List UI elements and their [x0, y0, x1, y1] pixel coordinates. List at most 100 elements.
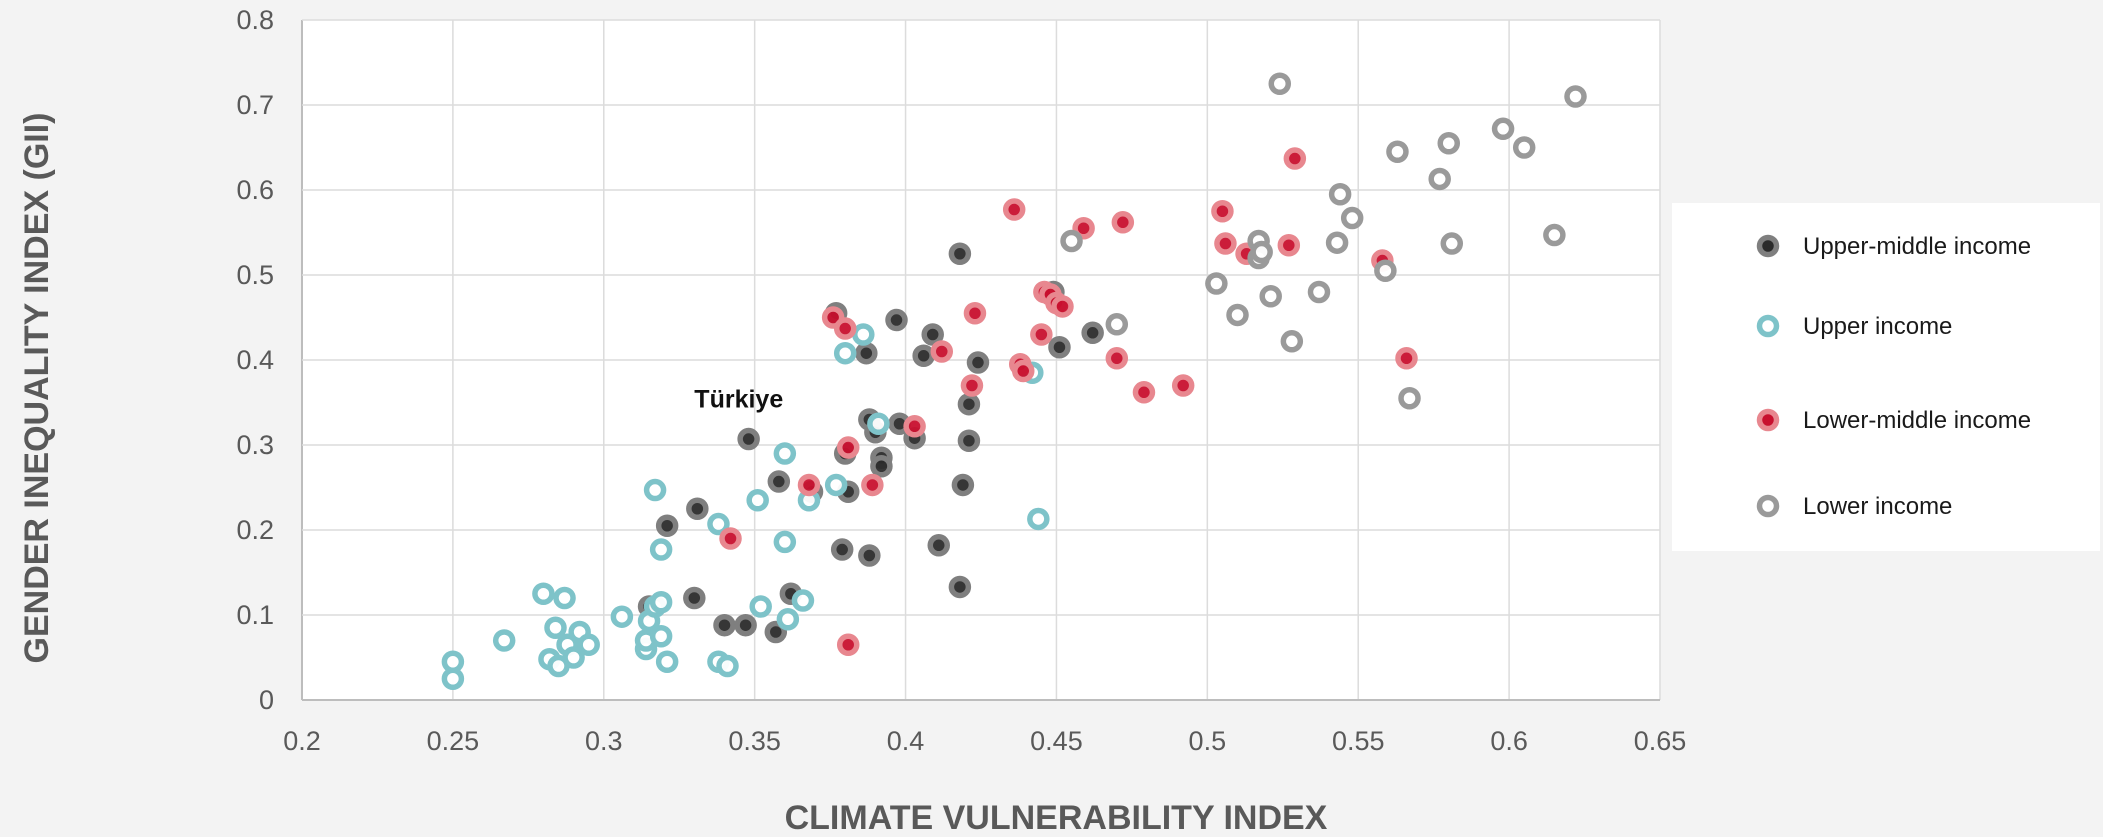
y-axis-title: GENDER INEQUALITY INDEX (GII) [18, 113, 56, 664]
data-point [885, 308, 908, 332]
data-point [764, 620, 788, 644]
data-point [577, 633, 600, 656]
data-point [1211, 200, 1234, 223]
data-point [852, 323, 875, 346]
data-point [1512, 136, 1536, 159]
data-point [957, 392, 981, 416]
data-point [737, 427, 760, 451]
data-point [1072, 217, 1095, 240]
data-point [855, 341, 878, 365]
data-point [1543, 223, 1566, 247]
data-point [966, 351, 990, 374]
data-point [713, 613, 736, 637]
data-point [830, 538, 854, 561]
y-tick-label: 0.4 [236, 345, 274, 375]
annotation-turkiye: Türkiye [694, 385, 783, 413]
data-point [1398, 387, 1421, 410]
data-point [824, 473, 848, 497]
data-point [649, 591, 673, 614]
data-point [1205, 272, 1228, 295]
series-3 [1060, 72, 1587, 410]
data-point [930, 340, 954, 363]
data-point [951, 473, 975, 497]
data-point [1268, 72, 1292, 95]
data-point [610, 605, 634, 628]
data-point [1325, 231, 1349, 254]
data-point [797, 473, 821, 497]
data-point [1011, 359, 1035, 383]
data-point [441, 667, 465, 690]
data-point [1226, 303, 1249, 327]
y-tick-label: 0 [259, 685, 274, 715]
x-tick-label: 0.65 [1634, 726, 1687, 756]
data-point [1280, 330, 1304, 353]
data-point [553, 586, 576, 610]
data-point [1277, 234, 1301, 257]
data-point [1048, 336, 1071, 359]
data-point [948, 242, 972, 265]
data-point [1386, 140, 1409, 163]
data-point [1105, 347, 1129, 370]
data-point [1030, 323, 1053, 346]
data-point [1111, 211, 1135, 234]
data-point [1132, 381, 1156, 404]
data-point [960, 374, 984, 397]
data-points [441, 72, 1587, 690]
data-point [833, 341, 857, 365]
data-point [833, 317, 857, 340]
data-point [1374, 259, 1397, 282]
data-point [867, 412, 890, 435]
data-point [1171, 374, 1195, 397]
data-point [1564, 85, 1587, 108]
data-point [1051, 295, 1074, 318]
data-point [1259, 285, 1282, 308]
data-point [858, 544, 881, 567]
data-point [767, 470, 791, 493]
legend-label: Upper income [1803, 313, 1952, 340]
data-point [492, 629, 516, 652]
data-point [655, 650, 679, 673]
y-tick-label: 0.5 [236, 260, 274, 290]
data-point [773, 530, 797, 554]
x-axis-title: CLIMATE VULNERABILITY INDEX [785, 799, 1328, 837]
data-point [921, 323, 944, 346]
data-point [773, 442, 797, 465]
data-point [957, 429, 981, 452]
data-point [1060, 229, 1083, 253]
legend-label: Upper-middle income [1803, 233, 2031, 260]
data-point [655, 514, 679, 537]
data-point [643, 478, 667, 502]
y-tick-label: 0.1 [236, 600, 274, 630]
data-point [1307, 280, 1331, 304]
data-point [686, 497, 709, 520]
x-tick-label: 0.3 [585, 726, 623, 756]
data-point [870, 455, 893, 478]
data-point [791, 589, 815, 612]
y-tick-label: 0.8 [236, 5, 274, 35]
x-tick-label: 0.2 [283, 726, 321, 756]
data-point [836, 633, 860, 656]
data-point [1081, 321, 1104, 345]
data-point [1428, 167, 1451, 191]
y-tick-label: 0.2 [236, 515, 274, 545]
legend-label: Lower income [1803, 493, 1952, 520]
data-point [861, 473, 884, 497]
data-point [948, 575, 972, 599]
legend-marker [1756, 234, 1780, 258]
y-tick-label: 0.3 [236, 430, 274, 460]
legend-marker [1756, 408, 1780, 432]
x-tick-label: 0.35 [728, 726, 781, 756]
data-point [1437, 132, 1461, 155]
data-point [1491, 117, 1515, 141]
series-1 [441, 323, 1050, 690]
legend-label: Lower-middle income [1803, 407, 2031, 434]
x-tick-label: 0.25 [427, 726, 480, 756]
data-point [1328, 183, 1352, 206]
x-tick-label: 0.55 [1332, 726, 1385, 756]
data-point [544, 616, 567, 639]
data-point [734, 613, 757, 637]
data-point [562, 646, 585, 669]
